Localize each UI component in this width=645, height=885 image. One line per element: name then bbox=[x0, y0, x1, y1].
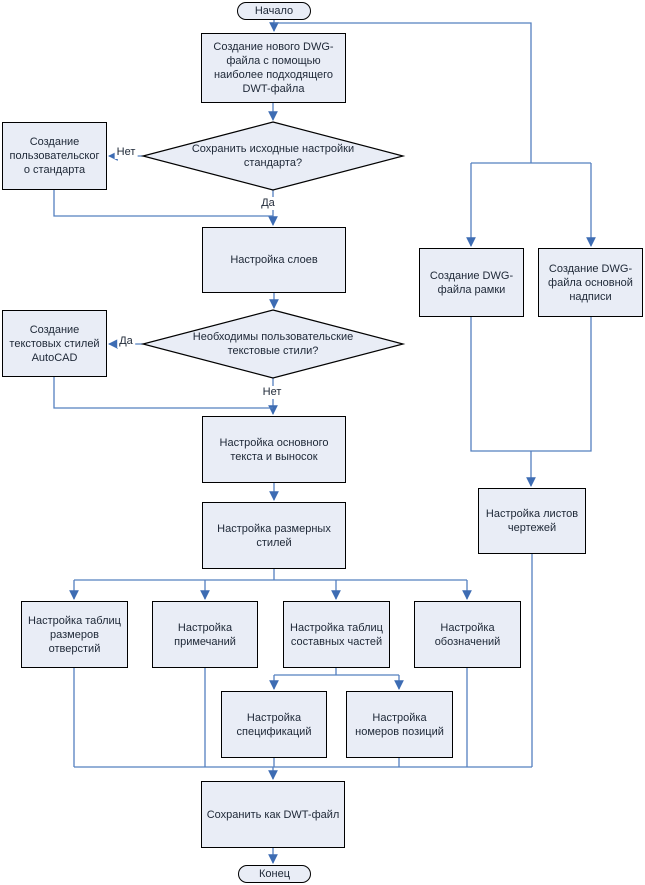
process-create-dwg-frame: Создание DWG-файла рамки bbox=[419, 248, 524, 317]
process-setup-parts-tables: Настройка таблиц составных частей bbox=[283, 601, 390, 668]
edge-label-decision1-no: Нет bbox=[114, 146, 138, 159]
process-setup-main-text: Настройка основного текста и выносок bbox=[202, 416, 346, 483]
decision-save-settings-label: Сохранить исходные настройки стандарта? bbox=[191, 143, 355, 169]
process-setup-sheets: Настройка листов чертежей bbox=[478, 488, 586, 554]
edge-label-decision2-no: Нет bbox=[260, 386, 284, 399]
start-terminator: Начало bbox=[237, 2, 311, 20]
process-setup-symbols: Настройка обозначений bbox=[414, 601, 521, 668]
decision-text-styles-shape bbox=[140, 309, 406, 379]
process-setup-dim-styles: Настройка размерных стилей bbox=[202, 502, 346, 569]
edge-convergence-bus bbox=[73, 554, 533, 768]
process-setup-notes: Настройка примечаний bbox=[152, 601, 258, 668]
edge-branch-right-trunk bbox=[274, 22, 591, 164]
edge-label-decision2-yes: Да bbox=[117, 335, 135, 348]
edge-text-styles-return bbox=[53, 377, 273, 409]
edge-parts-tables-split-trunk bbox=[274, 668, 399, 676]
process-create-user-standard: Создание пользовательского стандарта bbox=[2, 122, 107, 190]
edge-dwg-boxes-merge bbox=[470, 317, 592, 452]
decision-text-styles-label: Необходимы пользовательские текстовые ст… bbox=[192, 331, 354, 357]
decision-save-settings-shape bbox=[140, 121, 406, 191]
edge-user-standard-return bbox=[53, 190, 273, 217]
edge-dim-styles-split-trunk bbox=[74, 569, 467, 581]
process-create-dwg: Создание нового DWG-файла с помощью наиб… bbox=[201, 33, 346, 103]
process-save-as-dwt: Сохранить как DWT-файл bbox=[201, 781, 345, 848]
end-terminator: Конец bbox=[238, 865, 311, 883]
process-setup-item-numbers: Настройка номеров позиций bbox=[346, 691, 453, 758]
process-setup-layers: Настройка слоев bbox=[202, 227, 346, 293]
edge-label-decision1-yes: Да bbox=[259, 197, 277, 210]
process-setup-hole-tables: Настройка таблиц размеров отверстий bbox=[21, 601, 128, 668]
process-setup-specifications: Настройка спецификаций bbox=[221, 691, 327, 758]
process-create-dwg-title-block: Создание DWG-файла основной надписи bbox=[538, 248, 643, 317]
process-create-text-styles: Создание текстовых стилей AutoCAD bbox=[2, 310, 107, 377]
